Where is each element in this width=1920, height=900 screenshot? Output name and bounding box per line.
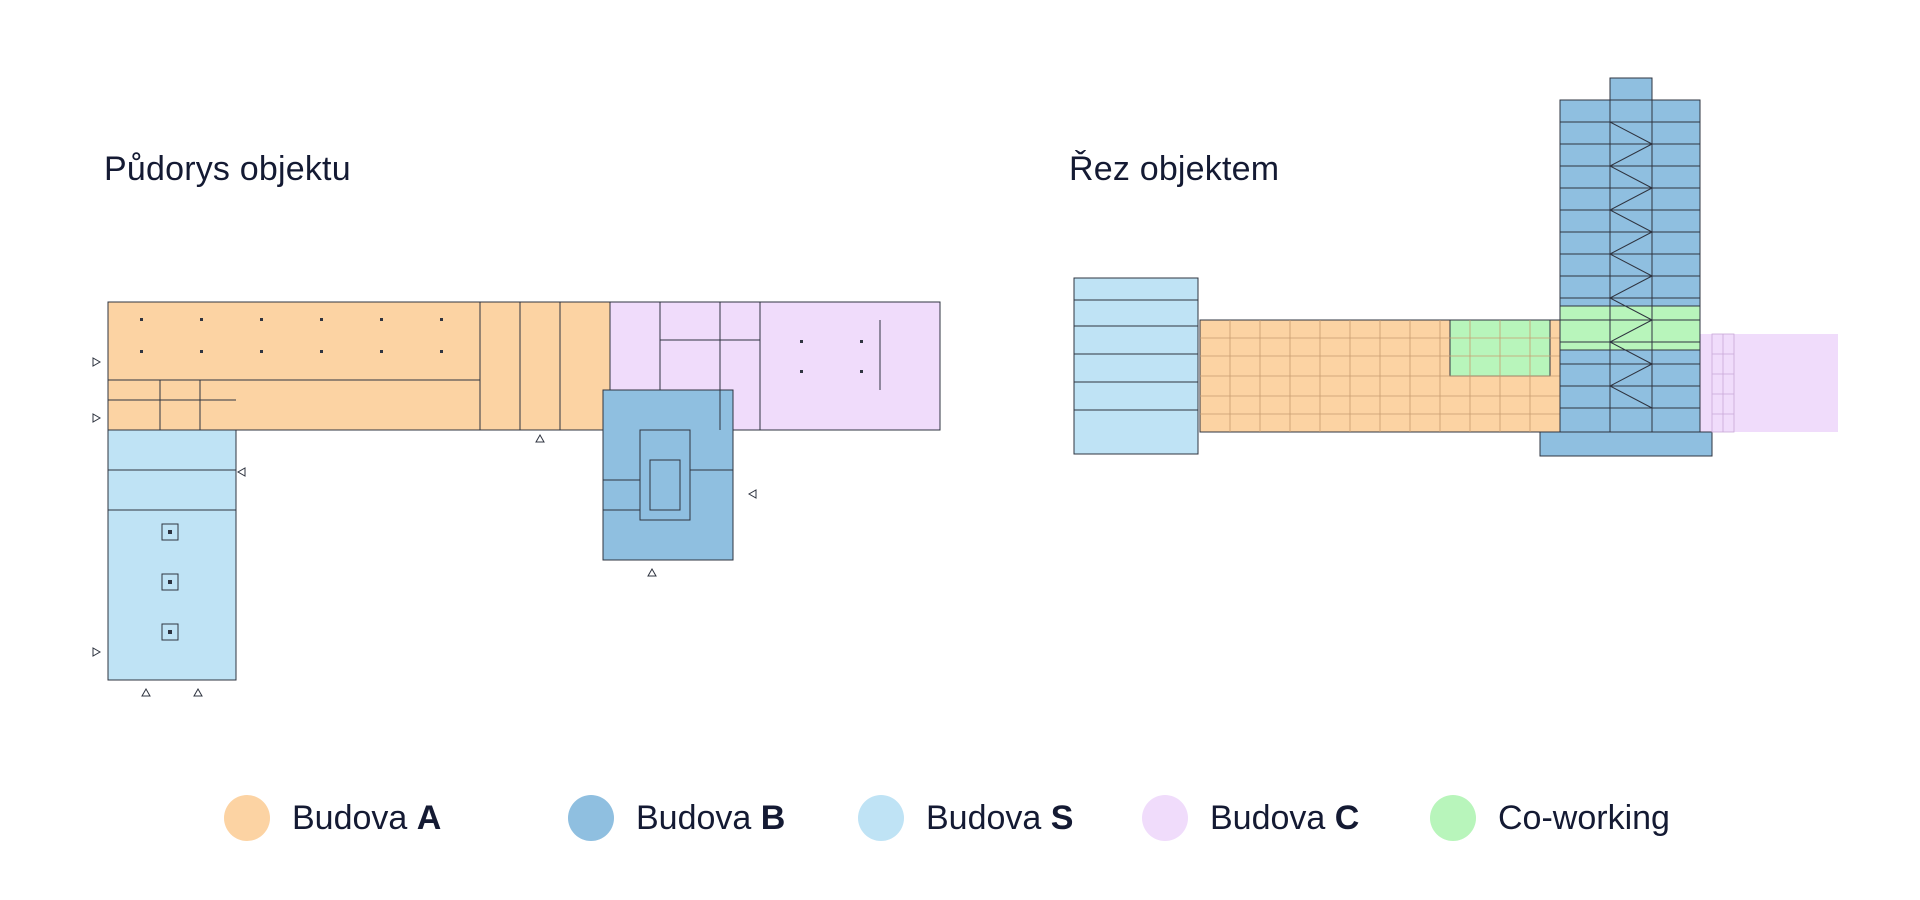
section-title: Řez objektem [1069,150,1280,188]
legend-item-budova-s: Budova S [858,790,1073,846]
legend-item-budova-b: Budova B [568,790,785,846]
section-budova-b-tower [1559,99,1701,433]
legend: Budova A Budova B Budova S Budova C Co-w… [0,790,1920,846]
legend-swatch-budova-b [568,795,614,841]
section-budova-b-top [1609,77,1653,101]
floor-plan-budova-b [602,389,734,561]
floor-plan-title: Půdorys objektu [104,150,351,188]
floor-plan-budova-a [107,301,611,431]
legend-swatch-budova-a [224,795,270,841]
legend-item-budova-a: Budova A [224,790,441,846]
legend-swatch-budova-c [1142,795,1188,841]
legend-swatch-budova-s [858,795,904,841]
section-coworking-b [1559,305,1701,351]
section-budova-s [1073,277,1199,455]
legend-label-budova-b: Budova B [636,799,785,838]
legend-label-coworking: Co-working [1498,799,1670,838]
legend-label-prefix: Co-working [1498,798,1670,837]
section-budova-b-base [1539,431,1713,457]
legend-label-prefix: Budova [636,798,761,837]
legend-label-budova-c: Budova C [1210,799,1359,838]
building-section [1073,77,1838,457]
legend-label-bold: C [1334,798,1360,837]
legend-label-bold: S [1050,798,1074,837]
legend-label-prefix: Budova [926,798,1051,837]
floor-plan-budova-s [107,429,237,681]
legend-label-bold: B [760,798,786,837]
legend-item-coworking: Co-working [1430,790,1670,846]
legend-label-budova-a: Budova A [292,799,441,838]
legend-label-prefix: Budova [1210,798,1335,837]
legend-label-prefix: Budova [292,798,417,837]
legend-swatch-coworking [1430,795,1476,841]
legend-item-budova-c: Budova C [1142,790,1359,846]
section-budova-c [1700,334,1838,432]
legend-label-bold: A [416,798,442,837]
legend-label-budova-s: Budova S [926,799,1073,838]
floor-plan [92,301,941,697]
